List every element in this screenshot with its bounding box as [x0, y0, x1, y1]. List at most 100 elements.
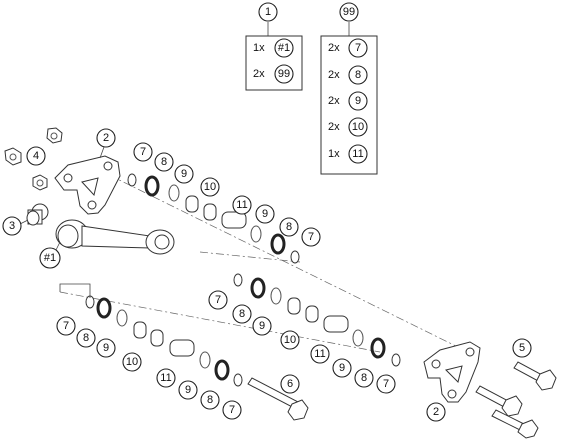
- callout-7-seal[interactable]: 7: [222, 400, 242, 420]
- svg-text:7: 7: [229, 404, 235, 416]
- oring-part-8: [144, 175, 160, 197]
- leader-3: [19, 219, 29, 225]
- callout-9-washer[interactable]: 9: [252, 316, 272, 336]
- right-bracket-part: [423, 341, 481, 403]
- callout-8-oring[interactable]: 8: [279, 217, 299, 237]
- callout-11-sleeve[interactable]: 11: [232, 195, 252, 215]
- callout-10-bearing[interactable]: 10: [200, 177, 220, 197]
- middle-parts-row: [233, 273, 401, 367]
- oring-part-8: [270, 233, 286, 255]
- upper-parts-row: [127, 173, 300, 264]
- kit-1-ref[interactable]: #1: [274, 38, 294, 58]
- bearing-part-10: [185, 195, 199, 213]
- callout-8-oring[interactable]: 8: [200, 390, 220, 410]
- kit-1-group: 1 1x #1 2x 99: [245, 2, 303, 91]
- washer-part-9: [250, 225, 262, 243]
- kit-1-row: 1x #1: [253, 38, 294, 58]
- callout-8-oring[interactable]: 8: [154, 152, 174, 172]
- svg-text:11: 11: [314, 348, 325, 360]
- kit-99-ref[interactable]: 11: [348, 144, 368, 164]
- kit-99-group: 99 2x 7 2x 8 2x 9 2x 10 1x 11: [320, 2, 378, 175]
- callout-9-washer[interactable]: 9: [178, 380, 198, 400]
- callout-7-seal[interactable]: 7: [133, 142, 153, 162]
- bolt-part: [475, 385, 523, 417]
- callout-2-right-bracket[interactable]: 2: [426, 402, 446, 422]
- kit-99-ref[interactable]: 10: [348, 117, 368, 137]
- sleeve-part-11: [221, 211, 247, 229]
- svg-text:8: 8: [83, 332, 89, 344]
- svg-text:9: 9: [259, 320, 265, 332]
- lower-axis-line: [59, 291, 381, 353]
- callout-5-bolt[interactable]: 5: [512, 338, 532, 358]
- callout-9-washer[interactable]: 9: [174, 164, 194, 184]
- callout-2-left-bracket[interactable]: 2: [96, 128, 116, 148]
- svg-text:11: 11: [352, 148, 363, 160]
- upper-axis-line: [94, 167, 469, 353]
- svg-text:10: 10: [204, 181, 216, 193]
- svg-text:7: 7: [383, 378, 389, 390]
- svg-text:#1: #1: [44, 252, 56, 264]
- callout-6-bolt[interactable]: 6: [280, 374, 300, 394]
- bearing-part-10: [133, 321, 147, 339]
- callout-8-oring[interactable]: 8: [232, 304, 252, 324]
- callout-8-oring[interactable]: 8: [354, 368, 374, 388]
- washer-part-9: [168, 184, 180, 202]
- svg-text:2x: 2x: [253, 68, 265, 80]
- callout-3-sleeve[interactable]: 3: [2, 216, 22, 236]
- callout-7-seal[interactable]: 7: [376, 374, 396, 394]
- sleeve-part: [26, 203, 49, 226]
- callout-10-bearing[interactable]: 10: [122, 352, 142, 372]
- callout-9-washer[interactable]: 9: [332, 358, 352, 378]
- svg-text:10: 10: [352, 121, 364, 133]
- svg-text:99: 99: [278, 68, 290, 80]
- svg-text:11: 11: [160, 372, 171, 384]
- svg-text:7: 7: [215, 294, 221, 306]
- leader-2a: [99, 146, 105, 159]
- seal-part-7: [290, 250, 300, 264]
- callout-kit-99[interactable]: 99: [339, 2, 359, 22]
- callout-kit-1[interactable]: 1: [258, 2, 278, 22]
- svg-text:#1: #1: [278, 42, 290, 54]
- seal-part-7: [127, 173, 137, 187]
- callout-8-oring[interactable]: 8: [76, 328, 96, 348]
- callout-7-seal[interactable]: 7: [56, 316, 76, 336]
- kit-1-ref[interactable]: 99: [274, 64, 294, 84]
- bearing-part-10: [203, 203, 217, 221]
- callout-7-seal[interactable]: 7: [301, 227, 321, 247]
- seal-part-7: [233, 373, 243, 387]
- nut-part: [4, 147, 22, 166]
- callout-10-bearing[interactable]: 10: [280, 330, 300, 350]
- kit-99-ref[interactable]: 8: [348, 65, 368, 85]
- svg-text:2x: 2x: [328, 95, 340, 107]
- seal-part-7: [391, 353, 401, 367]
- svg-text:11: 11: [236, 199, 247, 211]
- bearing-part-10: [150, 329, 164, 347]
- svg-text:1x: 1x: [253, 42, 265, 54]
- callout-7-seal[interactable]: 7: [208, 290, 228, 310]
- washer-part-9: [199, 351, 211, 369]
- callout-9-washer[interactable]: 9: [96, 338, 116, 358]
- kit-99-ref[interactable]: 7: [348, 38, 368, 58]
- kit-99-row: 1x 11: [328, 144, 368, 164]
- callout-h1-rod[interactable]: #1: [39, 247, 61, 269]
- left-bracket-part: [54, 155, 121, 215]
- oring-part-8: [250, 277, 266, 299]
- svg-text:7: 7: [355, 42, 361, 54]
- svg-text:8: 8: [207, 394, 213, 406]
- svg-text:99: 99: [343, 6, 355, 18]
- svg-text:2: 2: [103, 132, 109, 144]
- svg-text:8: 8: [355, 69, 361, 81]
- kit-99-ref[interactable]: 9: [348, 91, 368, 111]
- svg-text:9: 9: [103, 342, 109, 354]
- svg-text:8: 8: [161, 156, 167, 168]
- kit-99-row: 2x 9: [328, 91, 368, 111]
- callout-9-washer[interactable]: 9: [255, 204, 275, 224]
- callout-11-sleeve[interactable]: 11: [156, 368, 176, 388]
- callout-4-nut[interactable]: 4: [26, 146, 46, 166]
- svg-text:7: 7: [308, 231, 314, 243]
- callout-11-sleeve[interactable]: 11: [310, 344, 330, 364]
- svg-text:10: 10: [126, 356, 138, 368]
- bearing-part-10: [287, 297, 301, 315]
